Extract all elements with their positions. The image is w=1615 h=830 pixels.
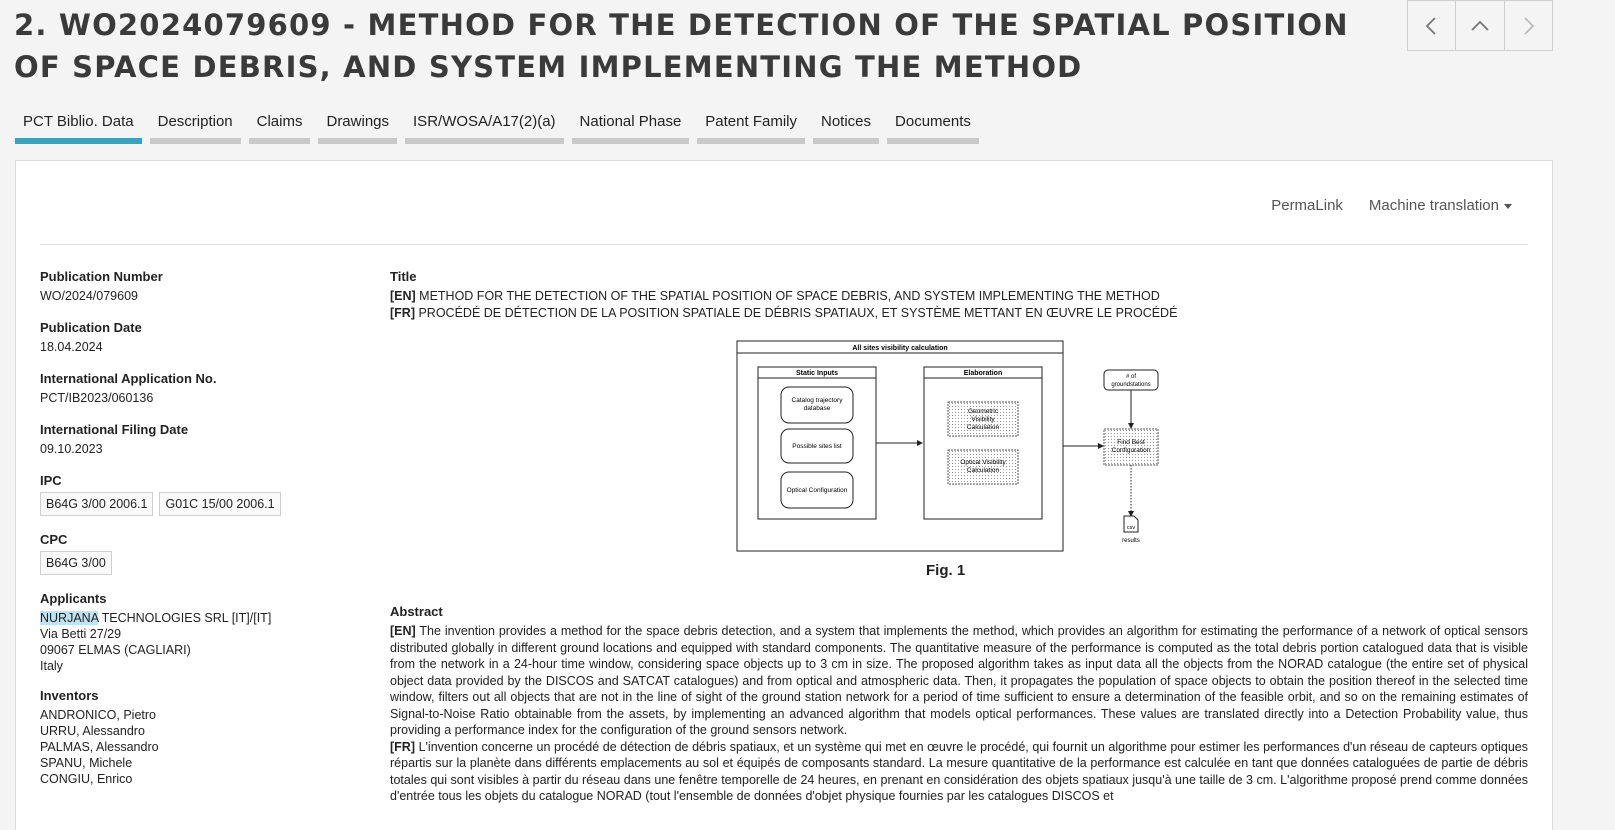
- fig-sites: Possible sites list: [792, 443, 842, 450]
- fig-outer-title: All sites visibility calculation: [852, 345, 947, 352]
- lang-tag-fr: [FR]: [390, 739, 415, 754]
- permalink-link[interactable]: PermaLink: [1271, 197, 1343, 214]
- inventor: PALMAS, Alessandro: [40, 740, 159, 754]
- inventor: CONGIU, Enrico: [40, 772, 133, 786]
- abstract-fr-text: L'invention concerne un procédé de détec…: [390, 739, 1528, 804]
- publication-number-label: Publication Number: [40, 269, 163, 284]
- fig-groundstations-line2: groundstations: [1111, 382, 1150, 388]
- ipc-tags: B64G 3/00 2006.1 G01C 15/00 2006.1: [40, 492, 340, 516]
- tab-documents[interactable]: Documents: [887, 113, 979, 144]
- divider: [40, 244, 1528, 245]
- tab-national-phase[interactable]: National Phase: [571, 113, 690, 144]
- title-en-text: METHOD FOR THE DETECTION OF THE SPATIAL …: [415, 289, 1160, 303]
- tab-description[interactable]: Description: [149, 113, 241, 144]
- fig-results: results: [1122, 538, 1140, 544]
- front-page-drawing[interactable]: All sites visibility calculation Static …: [736, 340, 1176, 600]
- applicant-block: NURJANA TECHNOLOGIES SRL [IT]/[IT] Via B…: [40, 610, 340, 674]
- title-en: [EN] METHOD FOR THE DETECTION OF THE SPA…: [390, 288, 1528, 305]
- inventors-label: Inventors: [40, 688, 99, 703]
- detail-column: Title [EN] METHOD FOR THE DETECTION OF T…: [390, 269, 1528, 805]
- applicant-name: NURJANA TECHNOLOGIES SRL [IT]/[IT]: [40, 610, 340, 626]
- panel-toolbar: PermaLink Machine translation: [1271, 197, 1512, 214]
- back-to-results-button[interactable]: [1456, 1, 1505, 50]
- fig-optical-vis-line2: Calculation: [967, 467, 1000, 474]
- page-title: 2. WO2024079609 - METHOD FOR THE DETECTI…: [14, 8, 1349, 84]
- title-label: Title: [390, 269, 417, 284]
- flowchart-drawing: All sites visibility calculation Static …: [736, 340, 1159, 552]
- chevron-left-icon: [1425, 16, 1436, 35]
- title-fr: [FR] PROCÉDÉ DE DÉTECTION DE LA POSITION…: [390, 305, 1528, 322]
- cpc-label: CPC: [40, 532, 68, 547]
- applicant-rest: TECHNOLOGIES SRL [IT]/[IT]: [98, 611, 272, 625]
- tab-drawings[interactable]: Drawings: [318, 113, 398, 144]
- abstract-label: Abstract: [390, 604, 443, 619]
- abstract-en: [EN] The invention provides a method for…: [390, 623, 1528, 739]
- ipc-tag[interactable]: B64G 3/00 2006.1: [40, 492, 154, 516]
- biblio-column: Publication Number WO/2024/079609 Public…: [40, 269, 340, 803]
- fig-geometric-line3: Calculation: [967, 424, 1000, 431]
- application-no-label: International Application No.: [40, 371, 217, 386]
- chevron-up-icon: [1471, 20, 1489, 31]
- fig-find-best-line2: Configuration: [1112, 447, 1151, 454]
- inventor-list: ANDRONICO, Pietro URRU, Alessandro PALMA…: [40, 707, 340, 787]
- caret-down-icon: [1504, 203, 1512, 209]
- ipc-label: IPC: [40, 473, 62, 488]
- inventor: URRU, Alessandro: [40, 724, 145, 738]
- machine-translation-label: Machine translation: [1368, 197, 1499, 214]
- fig-csv: csv: [1127, 525, 1136, 531]
- applicant-address-line: Via Betti 27/29: [40, 627, 122, 641]
- applicant-highlight: NURJANA: [40, 611, 99, 625]
- applicant-address-line: Italy: [40, 659, 63, 673]
- abstract-fr: [FR] L'invention concerne un procédé de …: [390, 739, 1528, 805]
- fig-geometric-line2: Visibility: [971, 416, 995, 423]
- lang-tag-en: [EN]: [390, 289, 416, 303]
- figure-caption: Fig. 1: [926, 562, 966, 579]
- record-navigation: [1407, 0, 1553, 51]
- lang-tag-en: [EN]: [390, 624, 416, 638]
- fig-find-best-line1: Find Best: [1117, 439, 1145, 446]
- fig-groundstations-line1: # of: [1126, 374, 1136, 380]
- tab-patent-family[interactable]: Patent Family: [697, 113, 805, 144]
- fig-optical: Optical Configuration: [787, 487, 848, 494]
- applicants-label: Applicants: [40, 591, 107, 606]
- tab-pct-biblio-data[interactable]: PCT Biblio. Data: [15, 113, 142, 144]
- tab-isr-wosa[interactable]: ISR/WOSA/A17(2)(a): [405, 113, 564, 144]
- inventor: SPANU, Michele: [40, 756, 133, 770]
- publication-date-label: Publication Date: [40, 320, 142, 335]
- lang-tag-fr: [FR]: [390, 306, 415, 320]
- filing-date-label: International Filing Date: [40, 422, 189, 437]
- abstract-en-text: The invention provides a method for the …: [390, 624, 1528, 737]
- next-result-button[interactable]: [1505, 1, 1552, 50]
- inventor: ANDRONICO, Pietro: [40, 708, 156, 722]
- content-panel: PermaLink Machine translation Publicatio…: [15, 160, 1553, 830]
- title-fr-text: PROCÉDÉ DE DÉTECTION DE LA POSITION SPAT…: [415, 306, 1178, 320]
- fig-geometric-line1: Geometric: [968, 408, 999, 415]
- filing-date: 09.10.2023: [40, 442, 103, 456]
- application-no: PCT/IB2023/060136: [40, 391, 154, 405]
- tab-notices[interactable]: Notices: [812, 113, 880, 144]
- applicant-address-line: 09067 ELMAS (CAGLIARI): [40, 643, 191, 657]
- fig-static-inputs: Static Inputs: [796, 370, 838, 377]
- cpc-tag[interactable]: B64G 3/00: [40, 551, 112, 575]
- tab-bar: PCT Biblio. Data Description Claims Draw…: [15, 113, 979, 144]
- publication-date: 18.04.2024: [40, 340, 103, 354]
- ipc-tag[interactable]: G01C 15/00 2006.1: [159, 492, 281, 516]
- cpc-tags: B64G 3/00: [40, 551, 340, 575]
- chevron-right-icon: [1524, 16, 1535, 35]
- fig-catalog-line2: database: [804, 405, 831, 412]
- machine-translation-dropdown[interactable]: Machine translation: [1369, 197, 1512, 214]
- fig-catalog-line1: Catalog trajectory: [792, 397, 844, 404]
- publication-number: WO/2024/079609: [40, 289, 138, 303]
- fig-elaboration: Elaboration: [964, 370, 1003, 377]
- fig-optical-vis-line1: Optical Visibility: [960, 459, 1006, 466]
- tab-claims[interactable]: Claims: [248, 113, 311, 144]
- previous-result-button[interactable]: [1408, 1, 1457, 50]
